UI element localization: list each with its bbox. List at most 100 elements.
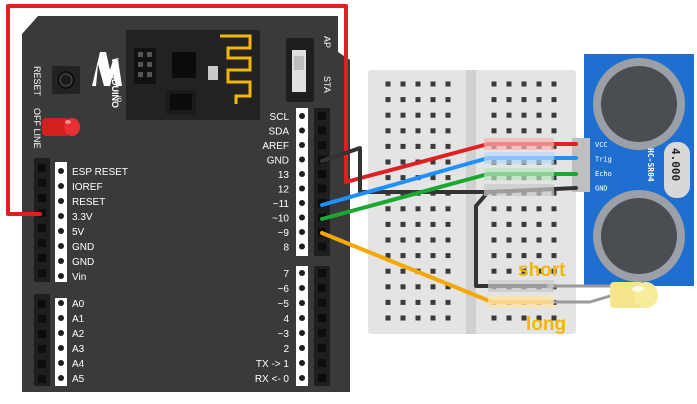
breadboard-hole xyxy=(430,159,436,165)
breadboard-hole xyxy=(430,206,436,212)
breadboard-hole xyxy=(506,128,512,134)
breadboard-hole xyxy=(415,221,421,227)
analog-pin-label: A2 xyxy=(72,329,85,340)
right-pin-label: ~3 xyxy=(278,329,290,340)
right-pin-hole xyxy=(299,345,305,351)
sensor-pin-label: Trig xyxy=(595,156,612,164)
breadboard-hole xyxy=(400,268,406,274)
sensor-pin-label: Echo xyxy=(595,170,612,178)
breadboard-hole xyxy=(400,97,406,103)
crystal-oscillator xyxy=(664,142,690,198)
breadboard-hole xyxy=(415,237,421,243)
breadboard-hole xyxy=(385,237,391,243)
right-pin-label: 7 xyxy=(283,269,289,280)
right-pin-label: 2 xyxy=(283,344,289,355)
breadboard-hole xyxy=(491,81,497,87)
header-socket xyxy=(318,299,326,307)
right-pin-strip-lower xyxy=(296,266,308,386)
analog-pin-label: A5 xyxy=(72,374,85,385)
right-pin-hole xyxy=(299,375,305,381)
breadboard-hole xyxy=(506,206,512,212)
breadboard-hole xyxy=(521,128,527,134)
right-pin-label: 8 xyxy=(283,243,289,254)
breadboard-hole xyxy=(415,206,421,212)
breadboard-hole xyxy=(400,253,406,259)
breadboard-hole xyxy=(551,237,557,243)
breadboard-hole xyxy=(521,221,527,227)
breadboard-hole xyxy=(536,268,542,274)
breadboard-hole xyxy=(445,284,451,290)
right-pin-hole xyxy=(299,285,305,291)
breadboard-hole xyxy=(445,206,451,212)
right-pin-hole xyxy=(299,156,305,163)
breadboard-hole xyxy=(400,206,406,212)
breadboard-hole xyxy=(445,315,451,321)
right-pin-hole xyxy=(299,113,305,119)
led-short-label: short xyxy=(518,260,566,281)
breadboard-hole xyxy=(521,81,527,87)
breadboard-hole xyxy=(445,221,451,227)
header-socket xyxy=(318,344,326,352)
breadboard-hole xyxy=(445,299,451,305)
right-pin-label: AREF xyxy=(262,141,289,152)
right-pin-hole xyxy=(299,360,305,366)
reset-label: RESET xyxy=(32,66,42,97)
analog-pin-strip xyxy=(55,298,67,386)
breadboard-hole xyxy=(445,112,451,118)
breadboard-hole xyxy=(415,143,421,149)
breadboard-hole xyxy=(491,221,497,227)
breadboard-hole xyxy=(551,315,557,321)
breadboard-hole xyxy=(506,268,512,274)
breadboard-hole xyxy=(551,221,557,227)
breadboard-hole xyxy=(506,112,512,118)
switch-ap-label: AP xyxy=(322,36,332,48)
breadboard-hole xyxy=(491,268,497,274)
breadboard-hole xyxy=(385,97,391,103)
breadboard-hole xyxy=(415,284,421,290)
right-pin-label: GND xyxy=(267,156,289,167)
breadboard-hole xyxy=(385,81,391,87)
left-header xyxy=(34,158,50,282)
breadboard-hole xyxy=(551,81,557,87)
header-socket xyxy=(318,170,326,178)
analog-pin-label: A0 xyxy=(72,299,85,310)
breadboard-hole xyxy=(400,299,406,305)
header-socket xyxy=(318,112,326,120)
breadboard-hole xyxy=(491,97,497,103)
right-pin-hole xyxy=(299,330,305,336)
breadboard-hole xyxy=(430,112,436,118)
breadboard xyxy=(368,70,576,334)
breadboard-hole xyxy=(536,315,542,321)
right-pin-hole xyxy=(299,214,305,221)
breadboard-hole xyxy=(430,315,436,321)
right-pin-label: ~10 xyxy=(272,214,289,225)
breadboard-hole xyxy=(400,315,406,321)
breadboard-hole xyxy=(385,159,391,165)
breadboard-hole xyxy=(551,97,557,103)
breadboard-hole xyxy=(400,128,406,134)
breadboard-hole xyxy=(521,112,527,118)
breadboard-hole xyxy=(400,112,406,118)
breadboard-hole xyxy=(536,221,542,227)
right-pin-label: ~6 xyxy=(278,284,290,295)
right-pin-hole xyxy=(299,243,305,250)
breadboard-hole xyxy=(430,284,436,290)
breadboard-hole xyxy=(506,315,512,321)
breadboard-hole xyxy=(415,128,421,134)
breadboard-hole xyxy=(385,299,391,305)
right-pin-hole xyxy=(299,200,305,206)
right-pin-label: TX -> 1 xyxy=(256,359,290,370)
right-pin-hole xyxy=(299,127,305,134)
header-socket xyxy=(318,284,326,292)
brand-label: WEBDUINO xyxy=(110,58,120,108)
breadboard-hole xyxy=(385,221,391,227)
breadboard-hole xyxy=(385,315,391,321)
breadboard-hole xyxy=(521,97,527,103)
breadboard-hole xyxy=(400,81,406,87)
breadboard-hole xyxy=(385,268,391,274)
right-pin-hole xyxy=(299,185,305,192)
breadboard-hole xyxy=(415,315,421,321)
breadboard-hole xyxy=(491,253,497,259)
breadboard-hole xyxy=(536,81,542,87)
